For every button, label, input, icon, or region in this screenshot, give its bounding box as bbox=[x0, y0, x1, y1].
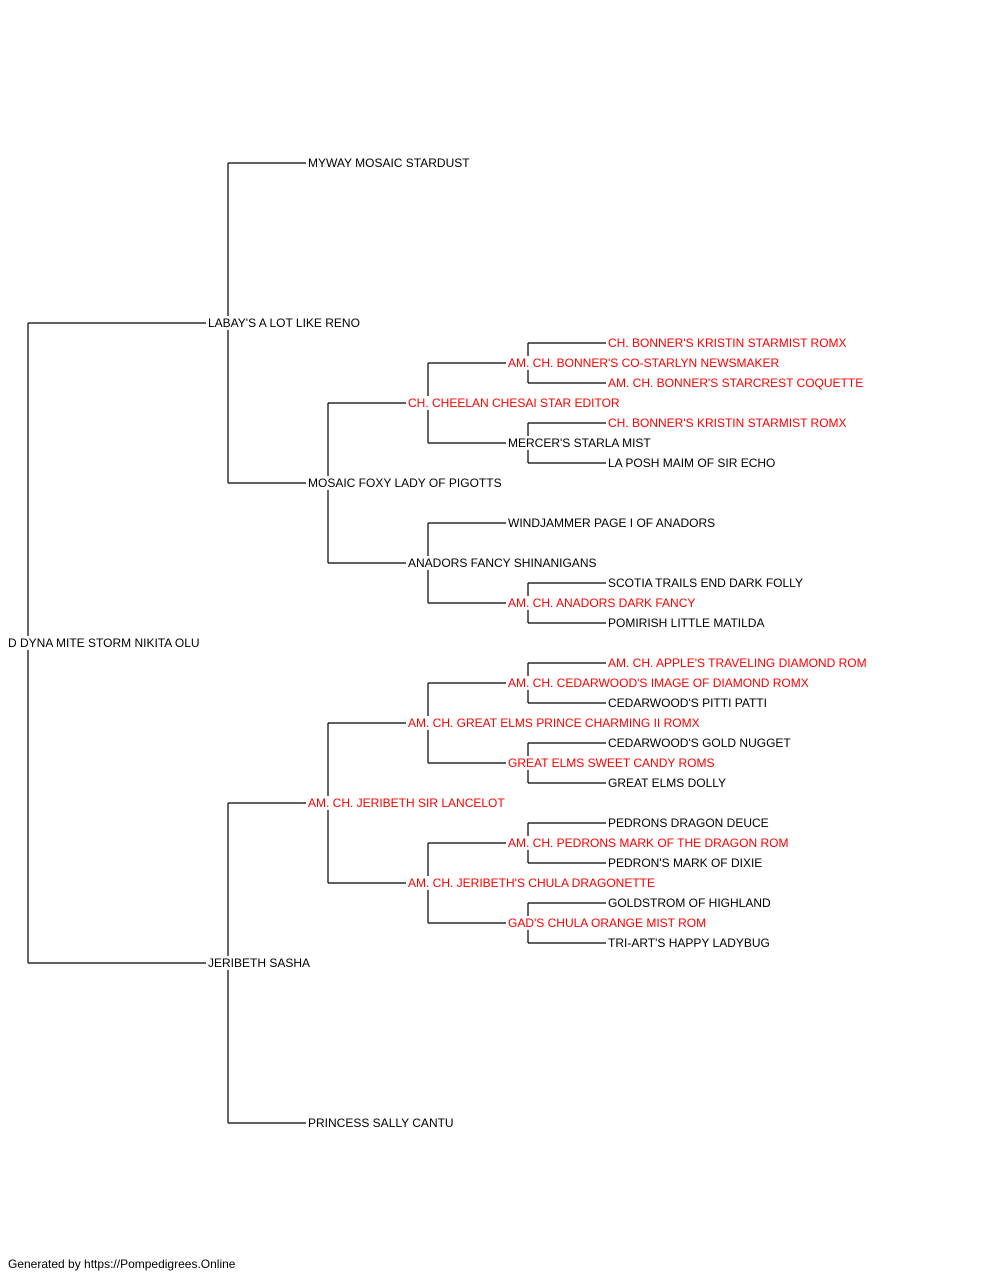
ancestor-name: CEDARWOOD'S GOLD NUGGET bbox=[608, 736, 791, 750]
label-background bbox=[207, 316, 361, 330]
ancestor-name: AM. CH. JERIBETH'S CHULA DRAGONETTE bbox=[408, 876, 655, 890]
label-background bbox=[307, 1116, 455, 1130]
ancestor-name: CEDARWOOD'S PITTI PATTI bbox=[608, 696, 767, 710]
label-background bbox=[7, 636, 201, 650]
ancestor-name: SCOTIA TRAILS END DARK FOLLY bbox=[608, 576, 803, 590]
ancestor-name: GREAT ELMS DOLLY bbox=[608, 776, 726, 790]
label-background bbox=[607, 416, 848, 430]
label-background bbox=[607, 616, 766, 630]
label-background bbox=[607, 696, 768, 710]
label-background bbox=[507, 436, 653, 450]
label-background bbox=[307, 796, 507, 810]
ancestor-name: MYWAY MOSAIC STARDUST bbox=[308, 156, 470, 170]
label-background bbox=[507, 676, 810, 690]
label-background bbox=[607, 776, 728, 790]
ancestor-name: CH. CHEELAN CHESAI STAR EDITOR bbox=[408, 396, 620, 410]
ancestor-name: GOLDSTROM OF HIGHLAND bbox=[608, 896, 771, 910]
ancestor-name: TRI-ART'S HAPPY LADYBUG bbox=[608, 936, 770, 950]
ancestor-name: AM. CH. ANADORS DARK FANCY bbox=[508, 596, 695, 610]
ancestor-name: ANADORS FANCY SHINANIGANS bbox=[408, 556, 596, 570]
label-background bbox=[507, 516, 717, 530]
ancestor-name: LABAY'S A LOT LIKE RENO bbox=[208, 316, 360, 330]
label-background bbox=[407, 396, 621, 410]
ancestor-name: PEDRON'S MARK OF DIXIE bbox=[608, 856, 762, 870]
label-background bbox=[407, 876, 656, 890]
label-background bbox=[507, 916, 708, 930]
label-background bbox=[607, 456, 777, 470]
label-background bbox=[607, 816, 770, 830]
label-background bbox=[407, 716, 701, 730]
label-background bbox=[607, 336, 848, 350]
ancestor-name: MOSAIC FOXY LADY OF PIGOTTS bbox=[308, 476, 502, 490]
label-background bbox=[507, 836, 790, 850]
label-background bbox=[607, 856, 764, 870]
ancestor-name: AM. CH. CEDARWOOD'S IMAGE OF DIAMOND ROM… bbox=[508, 676, 809, 690]
label-background bbox=[607, 376, 865, 390]
ancestor-name: AM. CH. BONNER'S STARCREST COQUETTE bbox=[608, 376, 863, 390]
label-background bbox=[307, 476, 503, 490]
ancestor-name: AM. CH. PEDRONS MARK OF THE DRAGON ROM bbox=[508, 836, 788, 850]
label-background bbox=[507, 756, 716, 770]
label-background bbox=[607, 576, 804, 590]
ancestor-name: JERIBETH SASHA bbox=[208, 956, 310, 970]
ancestor-name: CH. BONNER'S KRISTIN STARMIST ROMX bbox=[608, 416, 847, 430]
label-background bbox=[307, 156, 472, 170]
ancestor-name: AM. CH. APPLE'S TRAVELING DIAMOND ROM bbox=[608, 656, 867, 670]
ancestor-name: PRINCESS SALLY CANTU bbox=[308, 1116, 454, 1130]
label-background bbox=[607, 656, 868, 670]
ancestor-name: LA POSH MAIM OF SIR ECHO bbox=[608, 456, 775, 470]
label-background bbox=[507, 596, 697, 610]
ancestor-name: CH. BONNER'S KRISTIN STARMIST ROMX bbox=[608, 336, 847, 350]
label-background bbox=[207, 956, 312, 970]
ancestor-name: GREAT ELMS SWEET CANDY ROMS bbox=[508, 756, 714, 770]
footer-credit: Generated by https://Pompedigrees.Online bbox=[8, 1257, 236, 1271]
subject-name: D DYNA MITE STORM NIKITA OLU bbox=[8, 636, 200, 650]
ancestor-name: POMIRISH LITTLE MATILDA bbox=[608, 616, 764, 630]
ancestor-name: AM. CH. GREAT ELMS PRINCE CHARMING II RO… bbox=[408, 716, 700, 730]
ancestor-name: WINDJAMMER PAGE I OF ANADORS bbox=[508, 516, 715, 530]
ancestor-name: PEDRONS DRAGON DEUCE bbox=[608, 816, 769, 830]
ancestor-name: GAD'S CHULA ORANGE MIST ROM bbox=[508, 916, 706, 930]
label-background bbox=[607, 736, 793, 750]
label-background bbox=[407, 556, 598, 570]
label-background bbox=[607, 936, 771, 950]
label-background bbox=[507, 356, 781, 370]
ancestor-name: AM. CH. JERIBETH SIR LANCELOT bbox=[308, 796, 505, 810]
label-background bbox=[607, 896, 773, 910]
ancestor-name: AM. CH. BONNER'S CO-STARLYN NEWSMAKER bbox=[508, 356, 780, 370]
ancestor-name: MERCER'S STARLA MIST bbox=[508, 436, 651, 450]
